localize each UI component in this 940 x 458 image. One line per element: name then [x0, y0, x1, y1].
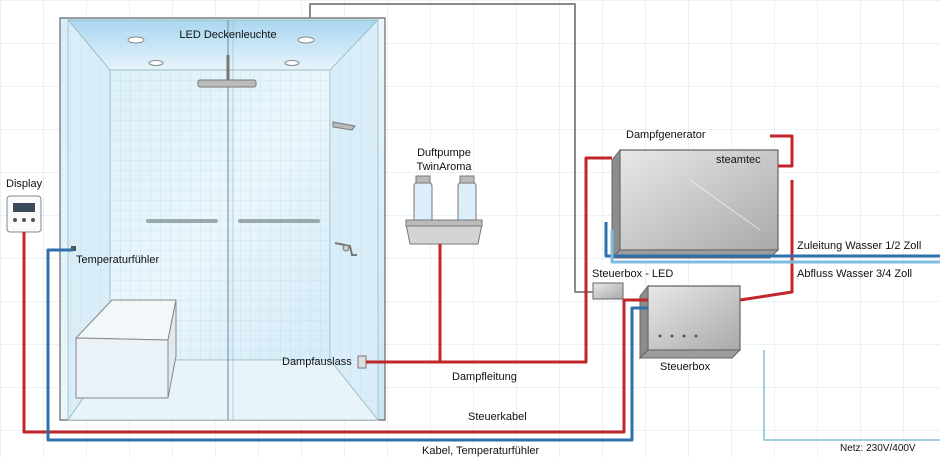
- steam-cabin: [59, 17, 386, 422]
- bench: [74, 299, 177, 399]
- label-control-box-led: Steuerbox - LED: [592, 268, 673, 280]
- tap-icon: [334, 242, 357, 256]
- label-aroma-pump-1: Duftpumpe: [417, 147, 471, 159]
- steam-outlet-icon: [357, 355, 367, 369]
- label-led-ceiling: LED Deckenleuchte: [179, 29, 276, 41]
- door-handle-right: [238, 219, 320, 223]
- label-temp-sensor: Temperaturfühler: [76, 254, 159, 266]
- label-steam-line: Dampfleitung: [452, 371, 517, 383]
- display-panel: [6, 195, 42, 233]
- label-steam-generator: Dampfgenerator: [626, 129, 706, 141]
- control-box-device: [638, 284, 742, 360]
- ceiling-light-icon: [148, 60, 164, 66]
- label-control-box: Steuerbox: [660, 361, 711, 373]
- label-steam-outlet: Dampfauslass: [282, 356, 352, 368]
- rain-shower-icon: [197, 55, 257, 88]
- label-mains: Netz: 230V/400V: [840, 443, 916, 454]
- door-handle-left: [146, 219, 218, 223]
- label-control-cable: Steuerkabel: [468, 411, 527, 423]
- ceiling-light-icon: [127, 36, 145, 44]
- label-water-supply: Zuleitung Wasser 1/2 Zoll: [797, 240, 921, 252]
- label-brand: steamtec: [716, 154, 761, 166]
- label-display: Display: [6, 178, 43, 190]
- label-drain: Abfluss Wasser 3/4 Zoll: [797, 268, 912, 280]
- control-box-led-device: [592, 282, 624, 300]
- ceiling-light-icon: [284, 60, 300, 66]
- ceiling-light-icon: [297, 36, 315, 44]
- temp-sensor-icon: [71, 246, 76, 251]
- hand-shower-icon: [332, 121, 356, 131]
- aroma-pump: [405, 175, 483, 245]
- label-aroma-pump-2: TwinAroma: [416, 161, 472, 173]
- label-sensor-cable: Kabel, Temperaturfühler: [422, 445, 540, 457]
- lines: [22, 3, 940, 442]
- cabin-ceiling: [67, 19, 379, 71]
- steam-generator: [610, 148, 780, 260]
